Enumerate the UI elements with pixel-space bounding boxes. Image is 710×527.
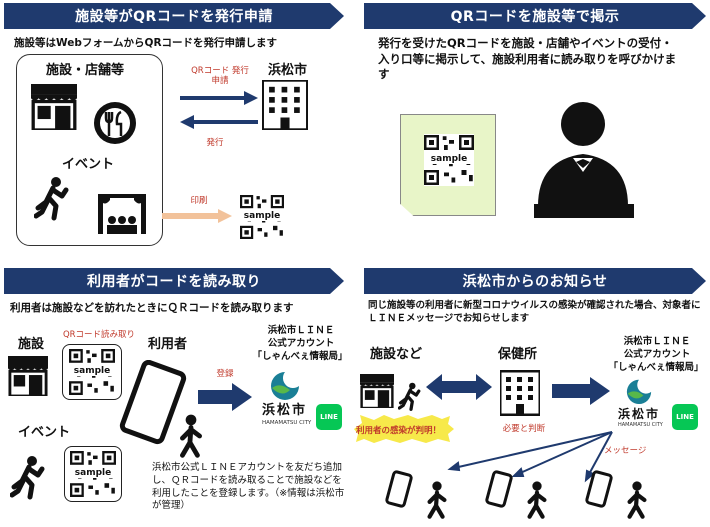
panel3-event-label: イベント [18,425,71,440]
panel3-city-logo: 浜松市 [262,403,308,418]
panel3-read-label: QRコード読み取り [62,330,136,340]
recipient-phone-1 [385,470,413,508]
panel3-user-label: 利用者 [148,337,188,352]
panel3-line-badge: LINE [316,404,342,430]
panel3-walker-icon [176,414,206,458]
recipient-person-3 [624,480,650,520]
panel4-line-account: 浜松市ＬＩＮＥ [623,336,691,347]
panel4-facility-label: 施設など [370,347,423,362]
apply-arrow [180,91,258,105]
panel3-facility-label: 施設 [18,337,45,352]
panel1-city-label: 浜松市 [268,63,308,78]
panel1-qr-code: sample [240,194,284,240]
panel4-health-label: 保健所 [498,347,538,362]
panel3-banner: 利用者がコードを読み取り [4,268,344,294]
double-arrow [426,374,492,400]
shop-icon [30,84,78,130]
panel4-line-account3: 「しゃんべぇ情報局」 [608,362,704,373]
panel4-city-logo: 浜松市 [618,407,661,421]
panel4-line-account2: 公式アカウント [623,349,691,360]
recipient-person-2 [524,480,550,520]
panel3-shop-icon [8,356,48,396]
recipient-phone-3 [585,470,613,508]
panel4-runner-icon [398,382,421,411]
health-center-icon [500,370,540,416]
panel2-qr-code: sample [424,134,474,186]
panel3-qr-sample-top: sample [63,366,121,376]
panel3-line-account2: 公式アカウント [267,338,335,349]
notify-arrow [552,377,610,405]
panel1-description: 施設等はWebフォームからQRコードを発行申請します [14,37,278,49]
stage-audience-icon [98,194,146,234]
panel1-issue-label: 発行 [206,138,224,148]
smartphone-icon [119,360,187,445]
panel4-judge-label: 必要と判断 [502,424,546,434]
message-arrows [447,431,613,483]
panel1-event-label: イベント [62,157,115,172]
infection-burst [354,415,454,443]
panel1-print-label: 印刷 [190,196,208,206]
panel4-shop-icon [360,374,394,408]
register-arrow [198,383,252,411]
panel1-banner: 施設等がQRコードを発行申請 [4,3,344,29]
panel4-line-badge: LINE [672,404,698,430]
panel3-city-logo-en: HAMAMATSU CITY [262,420,312,426]
panel4-banner-text: 浜松市からのお知らせ [462,274,608,290]
receptionist-icon [534,102,634,218]
panel2-qr-sample-label: sample [424,154,474,164]
panel3-register-label: 登録 [216,369,234,379]
issue-arrow [180,115,258,129]
panel1-apply-label: QRコード 発行申請 [191,66,249,87]
panel2-description: 発行を受けたQRコードを施設・店舗やイベントの受付・入り口等に掲示して、施設利用… [378,36,677,82]
recipient-person-1 [424,480,450,520]
panel3-banner-text: 利用者がコードを読み取り [87,274,261,290]
panel4-infection-label: 利用者の感染が判明！ [356,426,442,436]
restaurant-icon [94,102,136,144]
city-office-icon [262,80,308,130]
panel4-description: 同じ施設等の利用者に新型コロナウイルスの感染が確認された場合、対象者にＬＩＮＥメ… [368,300,701,324]
city-logo-icon [271,372,299,400]
panel2-banner: QRコードを施設等で掲示 [364,3,706,29]
panel3-singer-icon [10,450,50,506]
panel3-description: 利用者は施設などを訪れたときにＱＲコードを読み取ります [10,302,294,314]
panel1-facility-label: 施設・店舗等 [46,63,125,78]
singer-icon [34,176,74,222]
panel3-bubble-bottom: sample [64,446,122,502]
panel3-line-account: 浜松市ＬＩＮＥ [267,325,335,336]
panel3-line-account3: 「しゃんべぇ情報局」 [252,351,348,362]
panel4-city-logo-en: HAMAMATSU CITY [618,422,663,428]
panel4-banner: 浜松市からのお知らせ [364,268,706,294]
panel4-city-logo-icon [626,379,652,404]
panel3-note: 浜松市公式ＬＩＮＥアカウントを友だち追加し、ＱＲコードを読み取ることで施設などを… [152,462,345,512]
panel3-bubble-top: sample [62,344,122,400]
print-arrow [162,209,232,223]
recipient-phone-2 [485,470,513,508]
panel1-banner-text: 施設等がQRコードを発行申請 [75,9,273,25]
panel1-qr-sample-label: sample [240,211,284,221]
panel4-message-label: メッセージ [604,446,647,456]
panel1-group-box [16,54,163,246]
panel3-qr-sample-bottom: sample [65,468,121,478]
panel2-banner-text: QRコードを施設等で掲示 [450,9,620,25]
